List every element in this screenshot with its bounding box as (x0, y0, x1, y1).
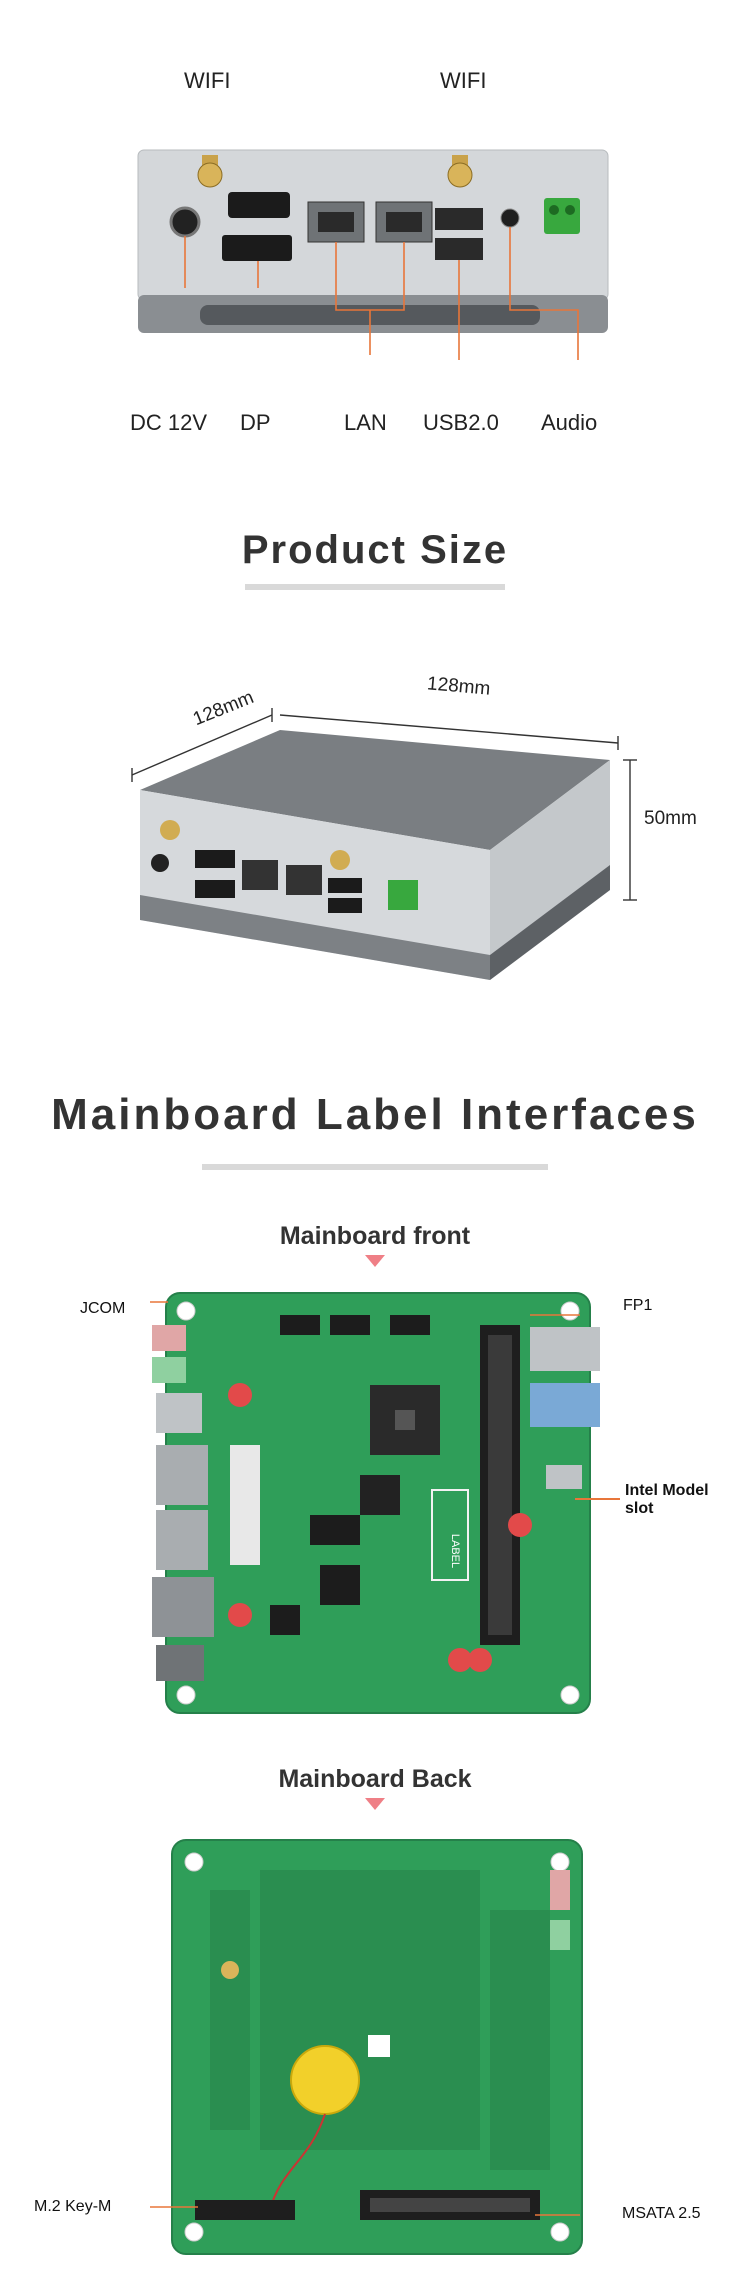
front-pointer-triangle (365, 1255, 385, 1267)
usb-label: USB2.0 (423, 410, 499, 435)
dc-jack (169, 206, 201, 238)
msata-label: MSATA 2.5 (622, 2205, 701, 2222)
power-switch-terminal (544, 198, 580, 234)
mainboard-back-illustration (150, 1839, 583, 2255)
dp-label: DP (240, 410, 271, 435)
fp1-label: FP1 (623, 1297, 653, 1314)
mainboard-back-title: Mainboard Back (278, 1765, 472, 1793)
wifi-connector-right (447, 155, 473, 188)
io-panel-section: WIFI WIFI (0, 0, 750, 470)
dp-port (222, 235, 292, 261)
lan-label: LAN (344, 410, 387, 435)
mainboard-front-illustration (150, 1292, 600, 1714)
wifi-left-label: WIFI (184, 68, 231, 93)
wifi-right-label: WIFI (440, 68, 487, 93)
hdmi-port (228, 192, 290, 218)
usb-port-1 (435, 208, 483, 230)
height-label: 50mm (644, 808, 697, 829)
intel-slot-leader (575, 1498, 620, 1500)
intel-slot-label-line2: slot (625, 1500, 654, 1517)
audio-jack (500, 208, 520, 228)
mainboard-underline (202, 1164, 548, 1170)
m2-label: M.2 Key-M (34, 2198, 112, 2215)
front-label-text: LABEL (449, 1533, 462, 1569)
usb-port-2 (435, 238, 483, 260)
back-pointer-triangle (365, 1798, 385, 1810)
wifi-connector-left (197, 155, 223, 188)
mainboard-title: Mainboard Label Interfaces (51, 1090, 699, 1139)
dc-label: DC 12V (130, 410, 208, 435)
intel-slot-label-line1: Intel Model (625, 1482, 709, 1499)
io-panel-illustration (137, 149, 609, 360)
product-size-illustration (131, 708, 637, 980)
jcom-label: JCOM (80, 1300, 126, 1317)
product-size-underline (245, 584, 505, 590)
audio-label: Audio (541, 410, 598, 435)
product-size-title: Product Size (241, 528, 509, 572)
mainboard-front-title: Mainboard front (279, 1222, 471, 1250)
